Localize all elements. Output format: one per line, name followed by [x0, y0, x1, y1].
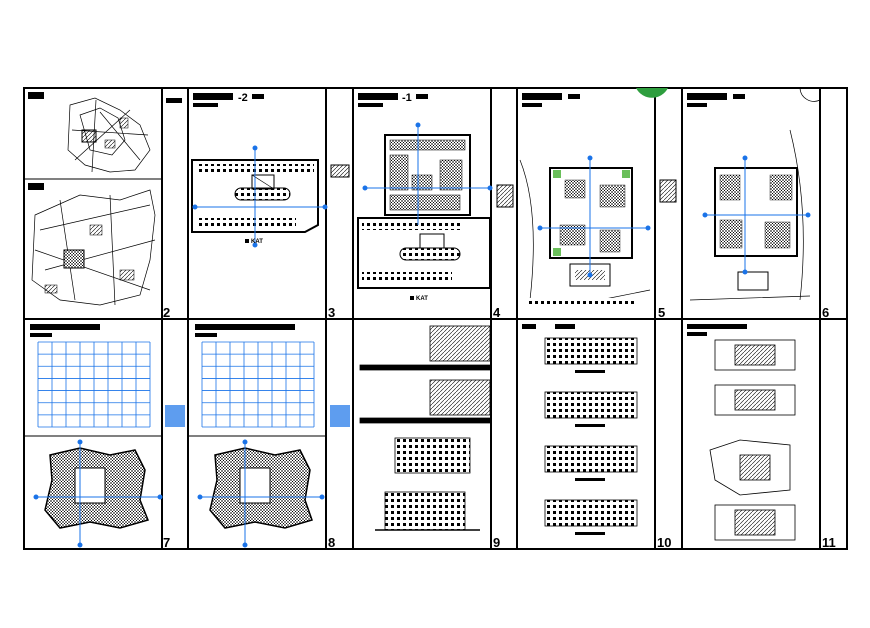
- panel-site-maps: [24, 92, 162, 306]
- panel-ground-plan: 4: [493, 88, 668, 320]
- column-dividers: [161, 88, 821, 549]
- panel-elevations: 10: [522, 324, 671, 550]
- sheet-number-2: 2: [163, 305, 170, 320]
- sheet-number-5: 5: [658, 305, 665, 320]
- sheet-number-6: 6: [822, 305, 829, 320]
- sheet-number-9: 9: [493, 535, 500, 550]
- floor-label-minus2: -2: [238, 92, 248, 104]
- panel-grid-plan-a: 7: [24, 324, 185, 550]
- sheet-number-3: 3: [328, 305, 335, 320]
- kat-label-a: KAT: [251, 239, 263, 245]
- panel-sections: 9: [359, 325, 500, 550]
- floor-label-minus1: -1: [402, 92, 412, 104]
- panel-floor-minus1: -1 KAT 3: [328, 92, 493, 320]
- panel-typical-plan: 5: [658, 87, 821, 320]
- sheet-number-4: 4: [493, 305, 501, 320]
- panel-grid-plan-b: 8: [188, 324, 350, 550]
- sheet-number-10: 10: [657, 535, 671, 550]
- kat-label-b: KAT: [416, 296, 428, 302]
- panel-floor-minus2: -2 KAT 2: [163, 92, 328, 320]
- sheet-number-11: 11: [822, 535, 836, 550]
- sheet-number-8: 8: [328, 535, 335, 550]
- panel-unit-details: 11: [687, 324, 836, 550]
- sheet-number-7: 7: [163, 535, 170, 550]
